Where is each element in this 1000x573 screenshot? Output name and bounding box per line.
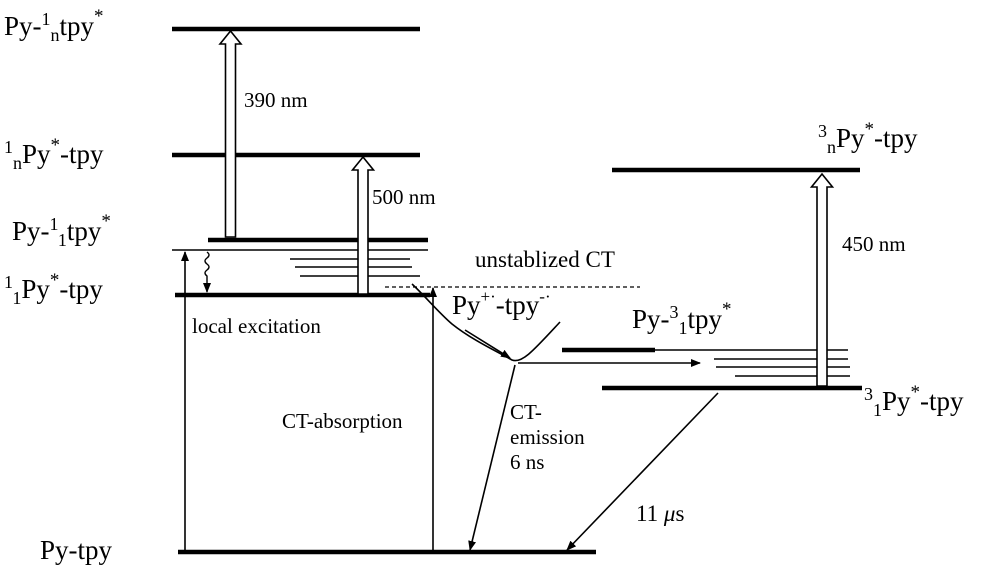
label-py-1n-tpy: Py-1ntpy* bbox=[4, 6, 104, 45]
annotation-ct-emission-line2: emission bbox=[510, 425, 585, 449]
annotation-ct-absorption: CT-absorption bbox=[282, 409, 403, 433]
annotation-450nm: 450 nm bbox=[842, 232, 906, 256]
ct-potential-curve bbox=[411, 283, 561, 362]
arrow-500nm bbox=[350, 155, 376, 295]
annotation-500nm: 500 nm bbox=[372, 185, 436, 209]
annotation-390nm: 390 nm bbox=[244, 88, 308, 112]
label-3n-py-tpy: 3nPy*-tpy bbox=[818, 119, 918, 157]
arrow-ct-emission bbox=[468, 364, 516, 551]
arrow-ct-relaxation bbox=[464, 329, 511, 359]
arrow-internal-conversion bbox=[203, 251, 211, 293]
label-py-31-tpy: Py-31tpy* bbox=[632, 299, 732, 338]
annotation-lifetime-11us: 11 μs bbox=[636, 501, 684, 526]
label-ground: Py-tpy bbox=[40, 535, 113, 565]
annotation-ct-emission-line3: 6 ns bbox=[510, 450, 544, 474]
arrow-triplet-decay bbox=[566, 392, 719, 551]
annotation-local-excitation: local excitation bbox=[192, 314, 321, 338]
arrow-450nm bbox=[809, 172, 835, 387]
label-31-py-tpy: 31Py*-tpy bbox=[864, 382, 964, 420]
label-py-11-tpy: Py-11tpy* bbox=[12, 211, 111, 250]
label-ct-state: Py+·-tpy-· bbox=[452, 287, 551, 320]
annotation-ct-emission-line1: CT- bbox=[510, 400, 542, 424]
label-1n-py-tpy: 1nPy*-tpy bbox=[4, 135, 104, 173]
label-11-py-tpy: 11Py*-tpy bbox=[4, 270, 103, 308]
arrow-390nm bbox=[218, 29, 243, 238]
annotation-unstablized-ct: unstablized CT bbox=[475, 247, 615, 272]
